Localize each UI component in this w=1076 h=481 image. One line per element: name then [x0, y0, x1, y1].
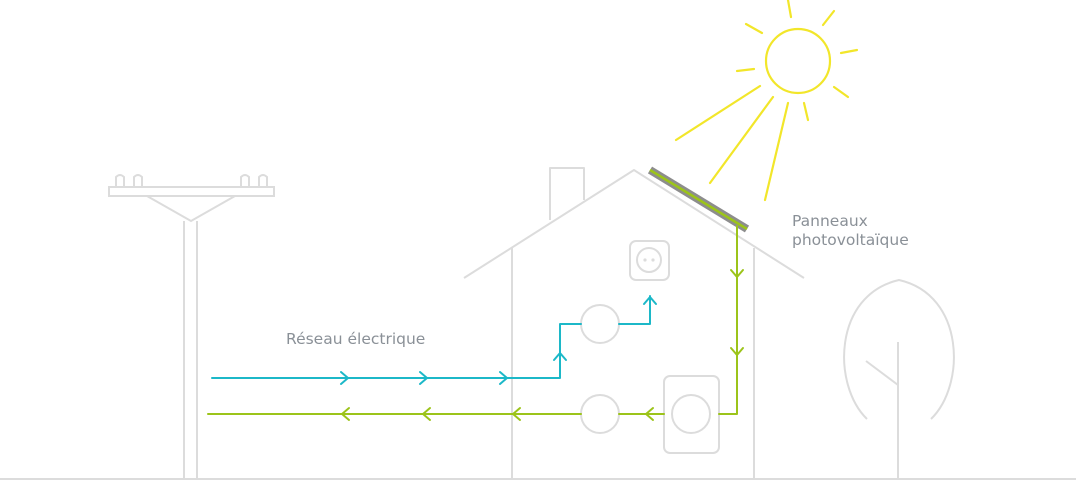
- house-icon: [463, 167, 805, 479]
- solar-panel-icon: [647, 166, 750, 233]
- grid-label: Réseau électrique: [286, 330, 426, 348]
- sun-icon: [674, 0, 859, 202]
- solar-export-flow: [207, 225, 744, 421]
- solar-panels-label-line1: Panneaux: [792, 212, 868, 230]
- solar-panels-label-line2: photovoltaïque: [792, 231, 909, 249]
- tree-icon: [843, 278, 955, 479]
- meter-icon: [580, 394, 620, 434]
- power-socket-icon: [629, 240, 670, 281]
- meter-icon: [580, 304, 620, 344]
- utility-pole-icon: [108, 174, 275, 479]
- inverter-icon: [663, 375, 720, 454]
- grid-import-flow: [211, 295, 657, 385]
- solar-panels-label: Panneaux photovoltaïque: [792, 212, 909, 250]
